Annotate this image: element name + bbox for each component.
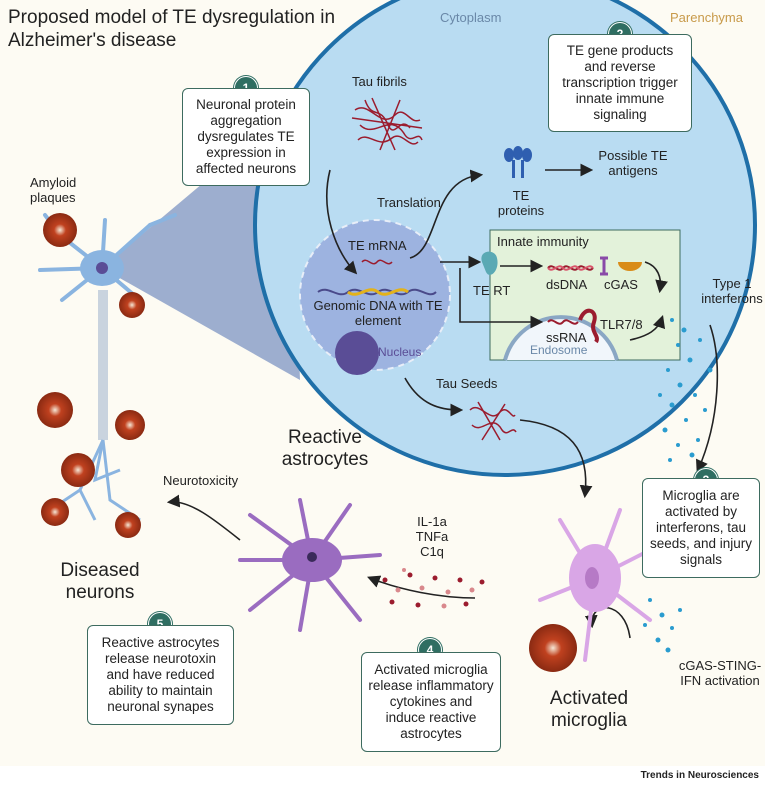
step-1-box: Neuronal protein aggregation dysregulate… [182, 88, 310, 186]
arrow-cgas-sting-loop [584, 607, 631, 639]
tau-fibrils-graphic [351, 97, 423, 151]
step-5-text: Reactive astrocytes release neurotoxin a… [101, 635, 220, 714]
arrow-cgas-to-ifn [644, 261, 668, 294]
arrow-cytokines-to-astrocyte [367, 575, 476, 599]
tlr-graphic [578, 308, 599, 344]
footer-bar: Trends in Neurosciences [0, 766, 765, 787]
step-1-text: Neuronal protein aggregation dysregulate… [195, 97, 297, 176]
step-2-box: TE gene products and reverse transcripti… [548, 34, 692, 132]
microglia-ifn-dots [643, 598, 682, 653]
astrocyte-graphic [238, 498, 382, 632]
diagram-title: Proposed model of TE dysregulation in Al… [8, 7, 336, 51]
te-mrna-label: TE mRNA [348, 238, 407, 253]
cytokines-label: IL-1a TNFa C1q [415, 514, 449, 559]
diseased-neurons-label: Diseased neurons [60, 560, 140, 603]
step-3-box: Microglia are activated by interferons, … [642, 478, 760, 578]
arrow-tlr-to-ifn [629, 314, 666, 341]
nucleus-label: Nucleus [378, 345, 422, 359]
possible-antigens-label: Possible TE antigens [598, 148, 668, 178]
tau-seeds-label: Tau Seeds [436, 376, 498, 391]
tlr78-label: TLR7/8 [600, 317, 643, 332]
amyloid-plaques [37, 213, 577, 672]
activated-microglia-label: Activated microglia [549, 688, 629, 731]
arrow-to-ssrna [459, 268, 544, 329]
step-3-text: Microglia are activated by interferons, … [649, 488, 753, 567]
step-2-text: TE gene products and reverse transcripti… [562, 43, 678, 122]
te-rt-label: TE RT [473, 283, 511, 298]
cgas-graphic [618, 262, 642, 271]
translation-label: Translation [377, 195, 441, 210]
reactive-astrocytes-label: Reactive astrocytes [281, 427, 369, 470]
arrow-nucleus-to-seeds [404, 377, 464, 417]
endosome-label: Endosome [530, 343, 588, 357]
te-mrna-graphic [361, 259, 393, 265]
interferon-dots [658, 318, 713, 462]
te-rt-graphic [481, 251, 498, 275]
cytokine-dots [382, 568, 485, 609]
genomic-dna-label: Genomic DNA with TE element [313, 298, 443, 328]
arrow-fibrils-to-mrna [326, 169, 358, 275]
ssrna-graphic [547, 319, 579, 325]
journal-name: Trends in Neurosciences [640, 770, 759, 781]
arrow-seeds-to-microglia [519, 419, 593, 499]
arrow-ifn-to-microglia [696, 324, 719, 473]
ssrna-label: ssRNA [546, 330, 587, 345]
innate-immunity-label: Innate immunity [497, 234, 589, 249]
step-5-box: Reactive astrocytes release neurotoxin a… [87, 625, 234, 725]
tau-fibrils-label: Tau fibrils [352, 74, 407, 89]
tau-seeds-graphic [469, 401, 517, 441]
te-protein-graphic [504, 146, 532, 178]
nucleolus [335, 331, 379, 375]
dsdna-label: dsDNA [546, 277, 588, 292]
cytoplasm-label: Cytoplasm [440, 10, 502, 25]
type1-interferons-label: Type 1 interferons [701, 276, 763, 306]
cgas-label: cGAS [604, 277, 638, 292]
te-proteins-label: TE proteins [497, 188, 545, 218]
cgas-sting-label: cGAS-STING-IFN activation [678, 658, 762, 688]
step-4-box: Activated microglia release inflammatory… [361, 652, 501, 752]
parenchyma-label: Parenchyma [670, 10, 743, 25]
arrow-astrocyte-to-neurons [166, 494, 241, 541]
step-4-text: Activated microglia release inflammatory… [368, 662, 494, 741]
amyloid-plaques-label: Amyloid plaques [30, 175, 77, 205]
arrow-translation [409, 169, 484, 259]
neurotoxicity-label: Neurotoxicity [163, 473, 239, 488]
microglia-graphic [538, 508, 662, 662]
